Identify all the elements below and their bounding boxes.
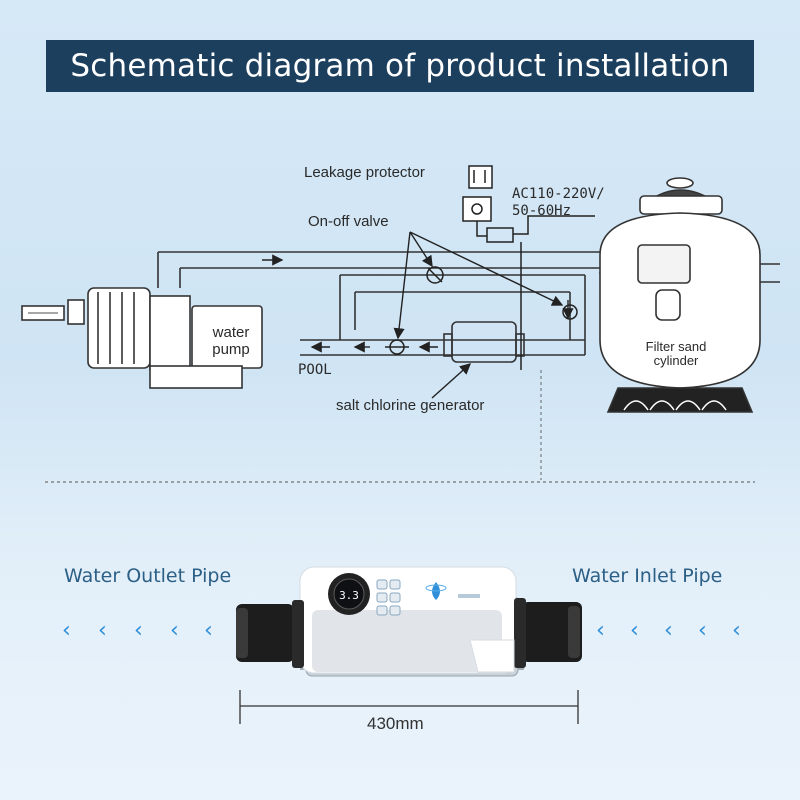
page-title: Schematic diagram of product installatio…	[70, 48, 730, 84]
filter-line2: cylinder	[653, 353, 699, 368]
power-spec-label: AC110-220V/ 50-60Hz	[512, 186, 605, 220]
water-pump-icon	[21, 287, 263, 389]
flow-chevron-icon: ‹	[596, 618, 605, 643]
title-banner: Schematic diagram of product installatio…	[46, 40, 754, 92]
water-pump-label: water pump	[198, 324, 264, 358]
filter-cylinder-icon	[599, 177, 761, 413]
pool-label: POOL	[298, 362, 332, 378]
generator-schematic	[443, 321, 525, 363]
salt-generator-label: salt chlorine generator	[336, 397, 485, 414]
power-spec-line1: AC110-220V/	[512, 186, 605, 202]
generator-product-image: 3.3	[236, 566, 582, 677]
flow-chevron-icon: ‹	[98, 618, 107, 643]
water-pump-line2: pump	[212, 341, 250, 358]
water-outlet-label: Water Outlet Pipe	[64, 565, 232, 587]
flow-chevron-icon: ‹	[134, 618, 143, 643]
bypass-pipe	[300, 274, 586, 356]
leakage-protector-icon	[462, 165, 595, 370]
filter-cylinder-label: Filter sand cylinder	[630, 340, 722, 368]
dimension-label: 430mm	[367, 714, 424, 733]
water-inlet-label: Water Inlet Pipe	[572, 565, 723, 587]
water-pump-line1: water	[212, 324, 250, 341]
flow-chevron-icon: ‹	[732, 618, 741, 643]
flow-chevron-icon: ‹	[698, 618, 707, 643]
leakage-protector-label: Leakage protector	[304, 164, 425, 181]
flow-chevron-icon: ‹	[664, 618, 673, 643]
flow-chevron-icon: ‹	[62, 618, 71, 643]
flow-chevron-icon: ‹	[630, 618, 639, 643]
filter-line1: Filter sand	[645, 339, 707, 354]
dimension-line	[239, 690, 579, 724]
svg-text:3.3: 3.3	[339, 589, 359, 602]
flow-chevron-icon: ‹	[204, 618, 213, 643]
power-spec-line2: 50-60Hz	[512, 203, 572, 219]
onoff-valve-icon	[385, 266, 578, 355]
onoff-valve-label: On-off valve	[308, 213, 389, 230]
flow-chevron-icon: ‹	[170, 618, 179, 643]
